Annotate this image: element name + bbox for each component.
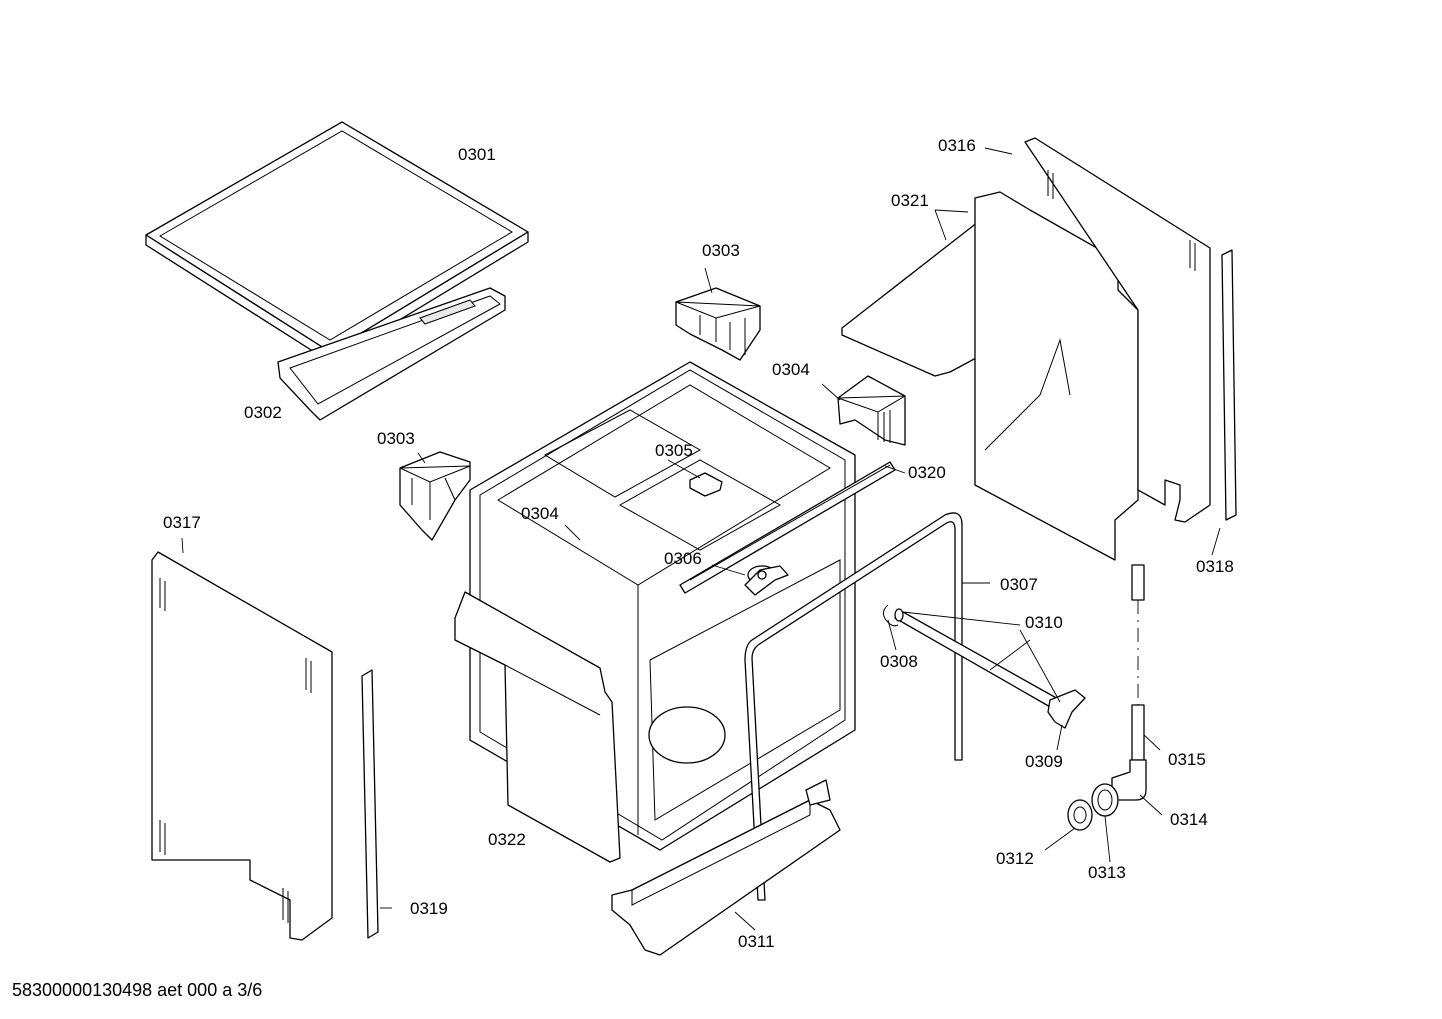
label-0311: 0311 — [738, 932, 775, 951]
part-0317-side-panel-left[interactable] — [151, 551, 333, 941]
part-0307-frame[interactable] — [744, 512, 963, 901]
part-0312-nut[interactable] — [1067, 799, 1093, 831]
label-0314: 0314 — [1170, 810, 1208, 829]
label-0313: 0313 — [1088, 863, 1126, 882]
part-0302-rail[interactable] — [277, 287, 506, 421]
label-0321: 0321 — [891, 191, 929, 210]
part-0322-front-panel[interactable] — [454, 591, 621, 863]
part-0309-handle[interactable] — [1047, 689, 1086, 729]
label-0312: 0312 — [996, 849, 1034, 868]
part-0304-bracket-right[interactable] — [837, 375, 906, 446]
part-0316-side-panel-right[interactable] — [1024, 137, 1211, 523]
label-0303-lower: 0303 — [377, 429, 415, 448]
part-0303-bracket-upper[interactable] — [675, 287, 761, 361]
label-0304-right: 0304 — [772, 360, 810, 379]
label-0303-upper: 0303 — [702, 241, 740, 260]
part-0303-bracket-lower[interactable] — [399, 451, 471, 541]
part-0305-clip[interactable] — [689, 472, 723, 497]
callout-labels: 0301 0302 0303 0303 0304 0304 0305 0306 … — [163, 136, 1234, 951]
label-0318: 0318 — [1196, 557, 1234, 576]
part-0321-insulation-panel[interactable] — [841, 191, 1139, 561]
part-0308-clip[interactable] — [882, 604, 899, 627]
part-0315-hose[interactable] — [1131, 564, 1145, 761]
part-0319-strip[interactable] — [361, 669, 379, 939]
label-0320: 0320 — [908, 463, 946, 482]
label-0302: 0302 — [244, 403, 282, 422]
label-0310: 0310 — [1025, 613, 1063, 632]
label-0316: 0316 — [938, 136, 976, 155]
label-0301: 0301 — [458, 145, 496, 164]
part-0318-strip[interactable] — [1221, 249, 1237, 521]
part-0306-wing-nut[interactable] — [744, 565, 789, 596]
label-0315: 0315 — [1168, 750, 1206, 769]
drawing-code: 58300000130498 aet 000 a 3/6 — [12, 980, 263, 1000]
label-0308: 0308 — [880, 652, 918, 671]
label-0322: 0322 — [488, 830, 526, 849]
label-0317: 0317 — [163, 513, 201, 532]
label-0305: 0305 — [655, 441, 693, 460]
part-0320-bar[interactable] — [679, 461, 896, 594]
label-0304-left: 0304 — [521, 504, 559, 523]
part-0311-plinth[interactable] — [611, 779, 841, 956]
label-0319: 0319 — [410, 899, 448, 918]
part-0313-ring[interactable] — [1091, 783, 1119, 817]
label-0306: 0306 — [664, 549, 702, 568]
leader-lines — [181, 147, 1221, 931]
label-0309: 0309 — [1025, 752, 1063, 771]
label-0307: 0307 — [1000, 575, 1038, 594]
